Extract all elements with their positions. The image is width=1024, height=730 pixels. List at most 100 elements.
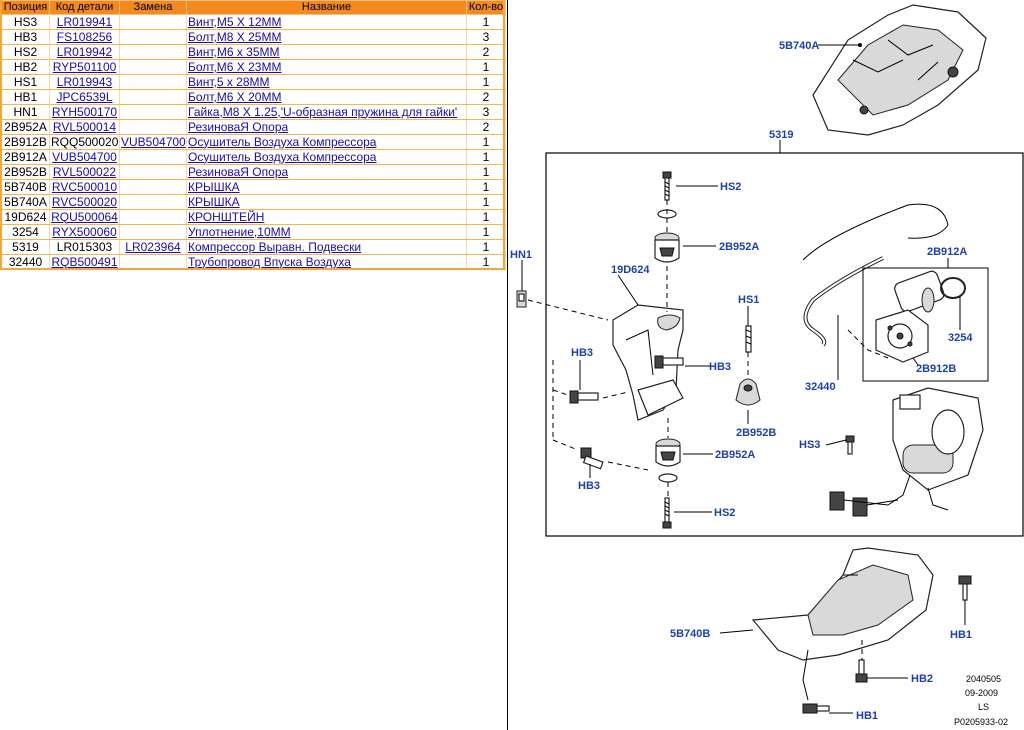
col-header-position[interactable]: Позиция bbox=[1, 0, 50, 15]
part-name-link[interactable]: Болт,М8 X 25ММ bbox=[188, 29, 282, 44]
part-code-link[interactable]: RQB500491 bbox=[51, 254, 118, 269]
callout-2b912b[interactable]: 2B912B bbox=[916, 363, 956, 375]
callout-hb3-bottom[interactable]: HB3 bbox=[578, 480, 600, 492]
callout-hb2[interactable]: HB2 bbox=[911, 673, 933, 685]
col-header-name[interactable]: Название bbox=[186, 0, 467, 15]
col-header-quantity[interactable]: Кол-во bbox=[466, 0, 506, 15]
replacement-link[interactable]: VUB504700 bbox=[121, 134, 186, 149]
col-header-part-code[interactable]: Код детали bbox=[49, 0, 120, 15]
nut-hn1-drawing[interactable] bbox=[516, 290, 527, 308]
seal-3254-drawing[interactable] bbox=[940, 277, 966, 299]
part-name-link[interactable]: Винт,5 x 28ММ bbox=[188, 74, 270, 89]
screw-hs2-bottom-drawing[interactable] bbox=[662, 497, 672, 529]
part-name-link[interactable]: КРЫШКА bbox=[188, 194, 240, 209]
bolt-hb1-bottom-drawing[interactable] bbox=[802, 703, 830, 714]
part-code-link[interactable]: LR019941 bbox=[56, 14, 113, 29]
callout-hn1[interactable]: HN1 bbox=[510, 249, 532, 261]
replacement-link[interactable]: LR023964 bbox=[125, 239, 181, 254]
rubber-mount-2b952a-top-drawing[interactable] bbox=[654, 232, 680, 263]
part-name-link[interactable]: Винт,М5 X 12ММ bbox=[188, 14, 282, 29]
dryer-valve-2b912b-drawing[interactable] bbox=[875, 309, 929, 363]
part-code-link[interactable]: FS108256 bbox=[56, 29, 113, 44]
bolt-hb3-left-drawing[interactable] bbox=[569, 390, 599, 404]
callout-5319[interactable]: 5319 bbox=[769, 129, 793, 141]
cover-5b740a-drawing[interactable] bbox=[812, 4, 987, 136]
bolt-hb2-drawing[interactable] bbox=[855, 659, 868, 683]
part-code-link[interactable]: RVL500014 bbox=[52, 119, 117, 134]
part-code-link[interactable]: LR019943 bbox=[56, 74, 113, 89]
callout-5b740a[interactable]: 5B740A bbox=[779, 40, 819, 52]
screw-hs3-drawing[interactable] bbox=[845, 435, 855, 455]
callout-19d624[interactable]: 19D624 bbox=[611, 264, 650, 276]
part-code-link[interactable]: VUB504700 bbox=[52, 149, 117, 164]
part-code-link[interactable]: LR019942 bbox=[56, 44, 113, 59]
part-name-link[interactable]: КРОНШТЕЙН bbox=[188, 209, 265, 224]
part-name-link[interactable]: РезиноваЯ Опора bbox=[188, 119, 289, 134]
callout-2b952a-top[interactable]: 2B952A bbox=[719, 241, 759, 253]
rubber-mount-2b952b-drawing[interactable] bbox=[735, 378, 761, 406]
callout-hs3[interactable]: HS3 bbox=[799, 439, 820, 451]
part-name-link[interactable]: Осушитель Воздуха Компрессора bbox=[188, 134, 377, 149]
air-dryer-2b912a-drawing[interactable] bbox=[893, 270, 946, 314]
part-code-link[interactable]: RVC500010 bbox=[51, 179, 118, 194]
callout-2b952a-bottom[interactable]: 2B952A bbox=[715, 449, 755, 461]
part-name-link[interactable]: Трубопровод Впуска Воздуха bbox=[188, 254, 351, 269]
callout-hb1-bottom[interactable]: HB1 bbox=[856, 710, 878, 722]
callout-hs1[interactable]: HS1 bbox=[738, 294, 759, 306]
callout-hs2-bottom[interactable]: HS2 bbox=[714, 507, 735, 519]
part-code-link[interactable]: RVL500022 bbox=[52, 164, 117, 179]
part-name-link[interactable]: Осушитель Воздуха Компрессора bbox=[188, 149, 377, 164]
callout-hs2-top[interactable]: HS2 bbox=[720, 181, 741, 193]
washer-bottom-drawing[interactable] bbox=[658, 473, 678, 483]
callout-hb1-right[interactable]: HB1 bbox=[950, 629, 972, 641]
callout-2b952b[interactable]: 2B952B bbox=[736, 427, 776, 439]
part-name-link[interactable]: Уплотнение,10ММ bbox=[188, 224, 291, 239]
callout-32440[interactable]: 32440 bbox=[805, 381, 836, 393]
part-code-link[interactable]: RYH500170 bbox=[51, 104, 118, 119]
compressor-drawing[interactable] bbox=[829, 387, 984, 517]
screw-hs1-drawing[interactable] bbox=[745, 325, 752, 353]
part-code-link[interactable]: RYX500060 bbox=[52, 224, 117, 239]
col-header-replacement[interactable]: Замена bbox=[119, 0, 187, 15]
part-name-link[interactable]: Болт,М6 X 23ММ bbox=[188, 59, 282, 74]
callout-hb3-mid[interactable]: HB3 bbox=[709, 361, 731, 373]
bracket-19d624-drawing[interactable] bbox=[612, 304, 684, 421]
screw-hs2-top-drawing[interactable] bbox=[662, 171, 672, 201]
bolt-hb3-mid-drawing[interactable] bbox=[654, 355, 684, 369]
part-code-link[interactable]: RVC500020 bbox=[51, 194, 118, 209]
part-name-link[interactable]: Болт,М6 X 20ММ bbox=[188, 89, 282, 104]
part-name-link[interactable]: Компрессор Выравн. Подвески bbox=[188, 239, 362, 254]
part-name-link[interactable]: Гайка,М8 X 1.25,'U-образная пружина для … bbox=[188, 104, 458, 119]
rubber-mount-2b952a-bottom-drawing[interactable] bbox=[655, 438, 681, 467]
part-code-link[interactable]: RYP501100 bbox=[52, 59, 117, 74]
bolt-hb3-bottom-drawing[interactable] bbox=[580, 447, 604, 470]
part-name-link[interactable]: Винт,М6 x 35ММ bbox=[188, 44, 280, 59]
part-name-link[interactable]: КРЫШКА bbox=[188, 179, 240, 194]
bolt-hb1-right-drawing[interactable] bbox=[958, 575, 972, 601]
callout-3254[interactable]: 3254 bbox=[948, 332, 973, 344]
part-name-link[interactable]: РезиноваЯ Опора bbox=[188, 164, 289, 179]
callout-5b740b[interactable]: 5B740B bbox=[670, 628, 710, 640]
cover-5b740b-drawing[interactable] bbox=[751, 547, 934, 701]
callout-hb3-left[interactable]: HB3 bbox=[571, 347, 593, 359]
callout-2b912a[interactable]: 2B912A bbox=[927, 246, 967, 258]
part-code-link[interactable]: JPC6539L bbox=[56, 89, 113, 104]
part-code-link[interactable]: RQU500064 bbox=[51, 209, 118, 224]
